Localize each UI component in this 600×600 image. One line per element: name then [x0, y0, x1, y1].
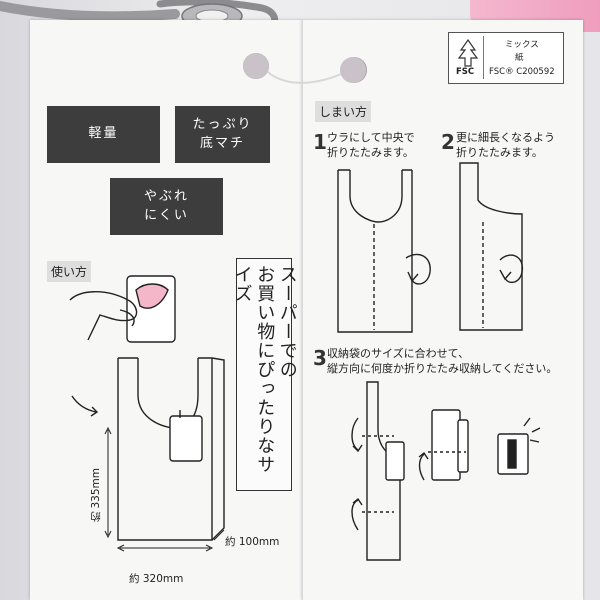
hand-pouch-icon — [69, 275, 176, 343]
feature-gusset-line1: たっぷり — [192, 116, 253, 132]
step1-line2: 折りたたみます。 — [327, 145, 414, 159]
step2-text: 更に細長くなるよう 折りたたみます。 — [456, 131, 555, 161]
depth-dimension: 約 100mm — [225, 536, 280, 548]
step3-number: 3 — [313, 346, 327, 370]
usage-arrow-icon — [71, 395, 97, 413]
step3-line1: 収納袋のサイズに合わせて、 — [327, 347, 470, 360]
feature-light-badge: 軽量 — [47, 106, 160, 163]
fsc-label: FSC ミックス 紙 FSC® C200592 — [448, 32, 564, 84]
fold-step1-icon — [337, 169, 431, 333]
step1-line1: ウラにして中央で — [327, 131, 415, 144]
hang-string — [257, 54, 351, 84]
feature-gusset-line2: 底マチ — [199, 135, 245, 151]
right-card: しまい方 1 ウラにして中央で 折りたたみます。 2 更に細長くなるよう 折りた… — [302, 20, 583, 600]
size-callout-text: スーパーでの お買い物にぴったりなサイズ — [230, 265, 298, 490]
dimension-lines — [104, 426, 225, 552]
step3-text: 収納袋のサイズに合わせて、 縦方向に何度か折りたたみ収納してください。 — [327, 347, 557, 377]
bag-outline-icon — [117, 357, 225, 541]
step2-line1: 更に細長くなるよう — [456, 131, 555, 144]
feature-durable-line1: やぶれ — [143, 188, 189, 204]
size-callout-box: スーパーでの お買い物にぴったりなサイズ — [232, 258, 298, 491]
fsc-tree-icon: FSC — [453, 36, 484, 79]
feature-durable-line2: にくい — [144, 207, 189, 223]
width-dimension: 約 320mm — [129, 573, 184, 585]
hang-hole-right-cut — [340, 57, 366, 83]
usage-label: 使い方 — [47, 261, 92, 282]
size-callout-line1: スーパーでの — [276, 265, 298, 379]
step2-line2: 折りたたみます。 — [456, 145, 543, 159]
hang-hole-left-cut — [243, 53, 269, 79]
fsc-code: FSC® C200592 — [489, 67, 555, 77]
fold-step3-icon — [351, 381, 541, 561]
fsc-mix-label: ミックス — [505, 40, 539, 50]
fsc-logo-text: FSC — [456, 67, 475, 77]
step3-line2: 縦方向に何度か折りたたみ収納してください。 — [327, 361, 558, 375]
step1-number: 1 — [313, 130, 327, 154]
fold-step2-icon — [459, 162, 524, 331]
step1-text: ウラにして中央で 折りたたみます。 — [327, 131, 415, 161]
size-callout-line2: お買い物にぴったりなサイズ — [231, 265, 276, 474]
feature-durable-badge: やぶれ にくい — [110, 178, 223, 235]
folding-label: しまい方 — [315, 101, 372, 122]
feature-gusset-badge: たっぷり 底マチ — [175, 106, 270, 163]
step2-number: 2 — [441, 130, 455, 154]
fsc-paper-label: 紙 — [515, 53, 524, 63]
feature-light-text: 軽量 — [88, 126, 119, 142]
